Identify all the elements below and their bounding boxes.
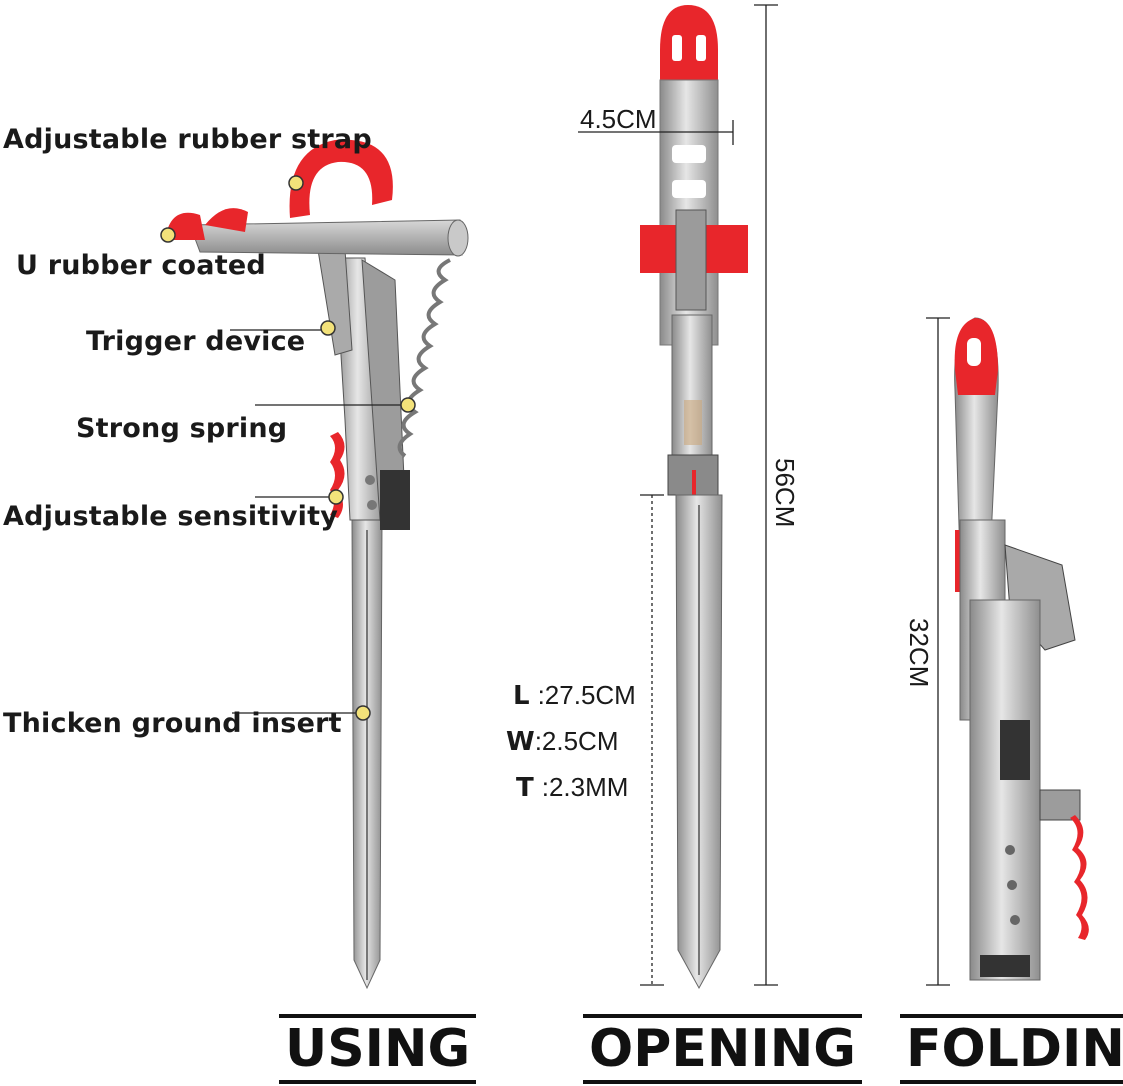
dim-insert-width-key: W	[506, 727, 535, 757]
label-adjustable-rubber-strap: Adjustable rubber strap	[3, 124, 372, 155]
folding-holder	[954, 317, 1089, 981]
callouts	[230, 329, 408, 714]
dim-insert-width: W:2.5CM	[506, 726, 619, 757]
caption-opening: OPENING	[583, 1014, 862, 1084]
caption-using: USING	[279, 1014, 477, 1084]
dim-insert-length: L:27.5CM	[513, 680, 636, 711]
opening-dimension-lines	[578, 4, 778, 986]
dim-diameter: 4.5CM	[580, 104, 657, 134]
dim-folded-length: 32CM	[904, 618, 934, 688]
label-adjustable-sensitivity: Adjustable sensitivity	[3, 501, 339, 532]
label-strong-spring: Strong spring	[76, 413, 288, 444]
dim-insert-width-value: :2.5CM	[534, 726, 619, 756]
folding-dimension-line	[926, 317, 950, 986]
using-holder	[165, 139, 469, 990]
opening-holder	[640, 5, 748, 990]
caption-folding: FOLDING	[900, 1014, 1123, 1084]
dim-insert-length-key: L	[513, 681, 530, 711]
label-trigger-device: Trigger device	[86, 326, 306, 357]
dim-insert-thickness-value: :2.3MM	[541, 772, 629, 802]
label-u-rubber-coated: U rubber coated	[16, 250, 266, 281]
dim-insert-thickness: T:2.3MM	[516, 772, 628, 803]
callout-dots	[160, 175, 416, 721]
label-thicken-ground-insert: Thicken ground insert	[3, 708, 342, 739]
dim-insert-thickness-key: T	[516, 773, 534, 803]
dim-insert-length-value: :27.5CM	[537, 680, 636, 710]
dim-total-length: 56CM	[770, 458, 800, 528]
